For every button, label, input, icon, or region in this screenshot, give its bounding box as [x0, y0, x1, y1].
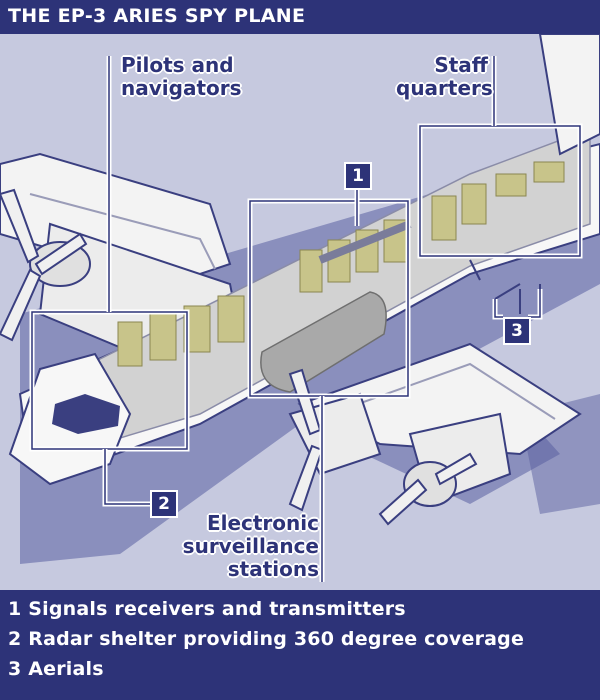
- label-pilots-line1: Pilots and: [121, 53, 234, 77]
- label-elec-line2: surveillance: [182, 534, 319, 558]
- label-staff-quarters: Staff quarters: [396, 53, 493, 100]
- page-title: THE EP-3 ARIES SPY PLANE: [8, 5, 306, 27]
- diagram-canvas: Pilots and navigators Staff quarters Ele…: [0, 34, 600, 590]
- label-staff-line2: quarters: [396, 76, 493, 100]
- marker-2: 2: [150, 490, 178, 518]
- radar-shelter: [260, 291, 387, 393]
- label-electronic-surveillance: Electronic surveillance stations: [164, 512, 319, 581]
- label-elec-line1: Electronic: [206, 511, 319, 535]
- right-propellers: [288, 368, 478, 526]
- left-propeller: [0, 188, 88, 342]
- label-staff-line1: Staff: [434, 53, 488, 77]
- signals-strip: [318, 220, 412, 264]
- marker-1: 1: [344, 162, 372, 190]
- left-wing: [0, 152, 232, 286]
- marker-3: 3: [503, 317, 531, 345]
- cockpit-windows: [52, 394, 120, 434]
- left-engine-nose: [29, 241, 91, 287]
- left-wing-flap: [29, 193, 216, 270]
- tail-fin: [538, 34, 600, 156]
- legend-item-signals: 1 Signals receivers and transmitters: [8, 598, 406, 620]
- legend: 1 Signals receivers and transmitters 2 R…: [0, 590, 600, 700]
- label-pilots-navigators: Pilots and navigators: [121, 54, 242, 100]
- label-elec-line3: stations: [227, 557, 319, 581]
- legend-item-aerials: 3 Aerials: [8, 658, 104, 680]
- legend-item-radar: 2 Radar shelter providing 360 degree cov…: [8, 628, 525, 650]
- plane-illustration: [0, 34, 600, 582]
- title-bar: THE EP-3 ARIES SPY PLANE: [0, 0, 600, 34]
- label-pilots-line2: navigators: [121, 76, 242, 100]
